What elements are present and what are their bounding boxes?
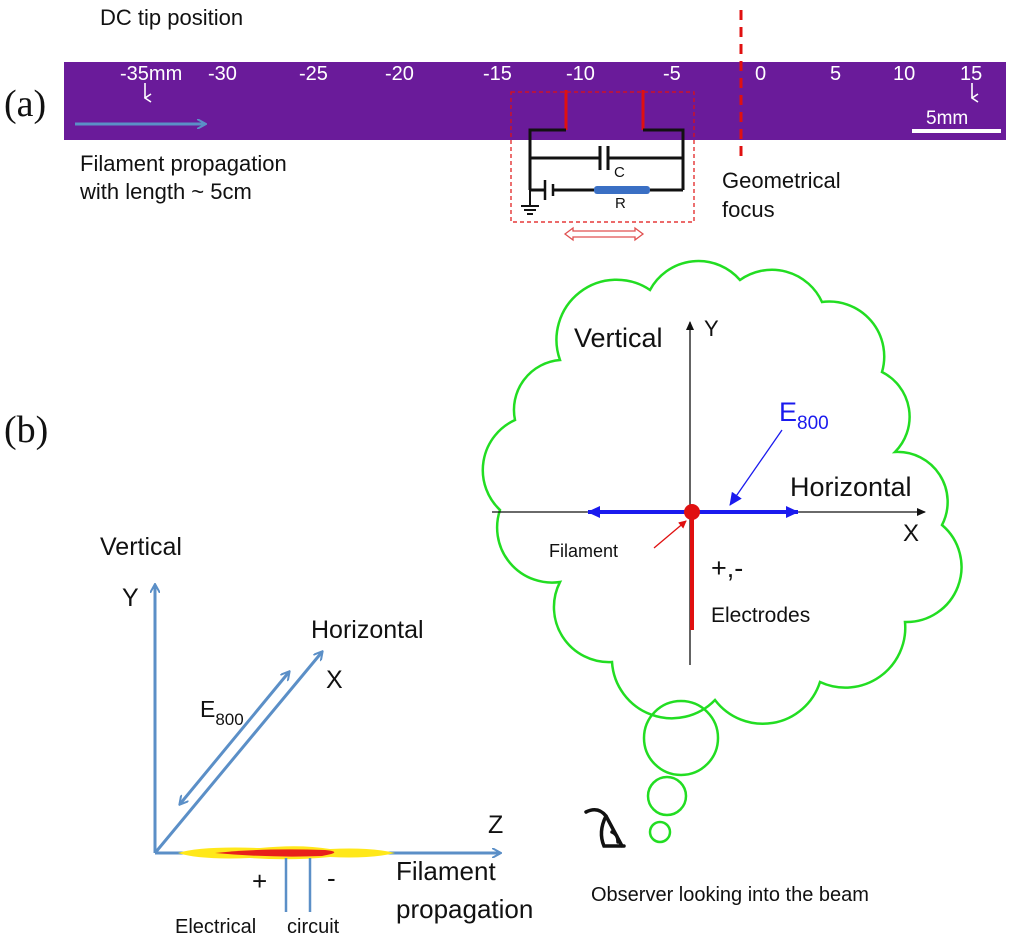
tick-label: 5 xyxy=(830,63,841,85)
e800-pointer xyxy=(729,429,783,506)
panel-a: (a) DC tip position -35mm -30 -25 -20 -1… xyxy=(4,5,1006,242)
minus-label: - xyxy=(327,863,336,893)
circuit-label-2: circuit xyxy=(287,916,340,938)
panel-b-label: (b) xyxy=(4,409,48,451)
tick-label: -20 xyxy=(385,63,414,85)
e-field-arrow xyxy=(180,672,289,804)
thought-bubble-medium xyxy=(646,775,688,817)
scale-bar-label: 5mm xyxy=(926,108,968,129)
propagation-label-2: with length ~ 5cm xyxy=(79,179,252,204)
filament-core xyxy=(215,849,335,857)
capacitor-label: C xyxy=(614,164,625,181)
propagation-label-1: Filament propagation xyxy=(80,151,287,176)
cloud-e800-label: E800 xyxy=(779,397,829,434)
tick-label: -30 xyxy=(208,63,237,85)
e800-main: E xyxy=(200,696,215,722)
propagation-label-1: Filament xyxy=(396,856,496,886)
e800-sub: 800 xyxy=(797,413,829,434)
y-label: Y xyxy=(122,584,139,612)
e800-sub: 800 xyxy=(215,710,243,729)
x-label: X xyxy=(326,666,343,694)
thought-bubble-small xyxy=(648,820,672,844)
plus-label: + xyxy=(252,866,267,896)
panel-a-label: (a) xyxy=(4,83,46,125)
tick-label: 0 xyxy=(755,63,766,85)
electrodes-label: Electrodes xyxy=(711,604,810,627)
tick-label: 15 xyxy=(960,63,982,85)
circuit-label-1: Electrical xyxy=(175,916,256,938)
tick-label: -35mm xyxy=(120,63,182,85)
panel-b: (b) Vertical Y Horizontal X E800 Z + - E… xyxy=(4,259,963,938)
focus-label-2: focus xyxy=(722,197,775,222)
e800-main: E xyxy=(779,397,797,427)
lab-axes: Vertical Y Horizontal X E800 Z + - Elect… xyxy=(100,533,533,938)
tick-label: -10 xyxy=(566,63,595,85)
tick-label: -15 xyxy=(483,63,512,85)
cloud-x-label: X xyxy=(903,520,919,547)
tick-label: 10 xyxy=(893,63,915,85)
filament-pointer xyxy=(653,520,687,549)
move-double-arrow-icon xyxy=(563,226,645,242)
tick-label: -25 xyxy=(299,63,328,85)
ground-icon xyxy=(521,190,539,215)
circuit-wires xyxy=(528,128,685,192)
tick-label: -5 xyxy=(663,63,681,85)
filament-dot xyxy=(684,504,700,520)
thought-cloud: Vertical Y E800 Horizontal X Filament +,… xyxy=(481,259,963,844)
tick-labels: -35mm -30 -25 -20 -15 -10 -5 0 5 10 15 xyxy=(120,63,982,85)
cloud-vertical-label: Vertical xyxy=(574,323,663,353)
thought-bubble-large xyxy=(642,699,720,777)
cloud-outline xyxy=(481,259,963,726)
cloud-filament-label: Filament xyxy=(549,541,618,561)
cloud-y-label: Y xyxy=(704,316,719,341)
z-label: Z xyxy=(488,811,503,839)
filament-image xyxy=(64,62,1006,140)
polarity-label: +,- xyxy=(711,553,743,583)
focus-label-1: Geometrical xyxy=(722,168,841,193)
resistor-icon xyxy=(594,186,650,194)
vertical-label: Vertical xyxy=(100,533,182,561)
e800-label: E800 xyxy=(200,696,244,729)
observer-label: Observer looking into the beam xyxy=(591,884,869,906)
horizontal-label: Horizontal xyxy=(311,616,424,644)
propagation-label-2: propagation xyxy=(396,894,533,924)
dc-tip-title: DC tip position xyxy=(100,5,243,30)
cloud-horizontal-label: Horizontal xyxy=(790,472,912,502)
resistor-label: R xyxy=(615,195,626,212)
circuit-box xyxy=(510,91,695,223)
eye-icon xyxy=(584,808,626,848)
x-axis xyxy=(153,652,322,854)
circuit: C R xyxy=(510,90,695,242)
